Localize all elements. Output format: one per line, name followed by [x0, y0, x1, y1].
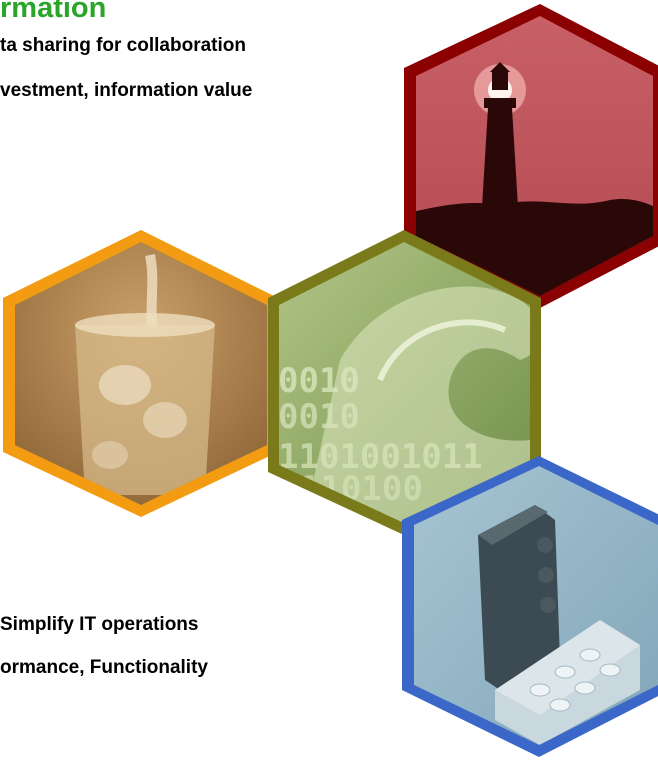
wave-binary-tile: 0010 0010 1101001011 110100	[268, 230, 541, 535]
benefit-line-simplify: Simplify IT operations	[0, 614, 199, 635]
page-title: rmation	[0, 0, 107, 24]
benefit-line-performance: ormance, Functionality	[0, 657, 208, 678]
building-blocks-tile	[402, 456, 658, 757]
binary-digits-2: 0010	[278, 397, 360, 437]
benefit-line-investment: vestment, information value	[0, 80, 253, 101]
binary-digits-3: 1101001011	[278, 437, 483, 477]
benefit-line-collaboration: ta sharing for collaboration	[0, 35, 246, 56]
water-glass-tile	[3, 230, 278, 517]
lighthouse-tile	[404, 4, 658, 308]
binary-digits-1: 0010	[278, 361, 360, 401]
